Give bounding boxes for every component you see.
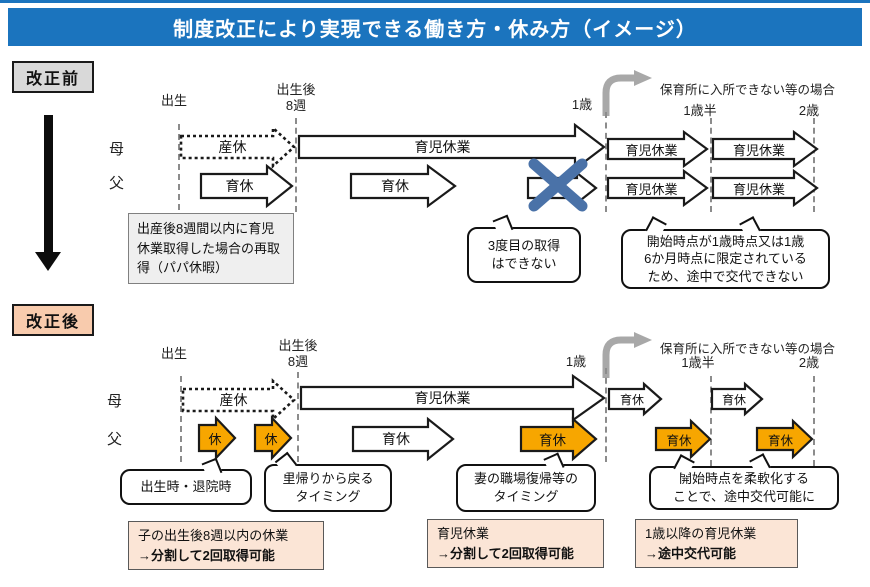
after-axis-8weeks: 出生後 8週 bbox=[278, 338, 318, 370]
after-father-birth-leave2-arrow bbox=[253, 415, 293, 461]
after-gridline-8weeks bbox=[297, 372, 299, 462]
after-gridline-age1half bbox=[710, 376, 712, 466]
before-gridline-age2 bbox=[813, 118, 815, 212]
before-gridline-age1half bbox=[710, 118, 712, 212]
callout-birth-discharge: 出生時・退院時 bbox=[120, 469, 252, 505]
curved-extension-arrow-icon bbox=[602, 332, 652, 378]
before-father-leave1-arrow bbox=[199, 163, 294, 209]
callout-flexible-start: 開始時点を柔軟化する ことで、途中交代可能に bbox=[649, 466, 839, 510]
before-father-leave-1to1half-arrow bbox=[606, 168, 709, 208]
after-axis-birth: 出生 bbox=[160, 346, 187, 361]
before-axis-age1half: 1歳半 bbox=[683, 103, 717, 118]
after-father-leave2-arrow bbox=[519, 416, 598, 462]
summary-box-1-line1: 子の出生後8週以内の休業 bbox=[138, 528, 289, 543]
summary-box-3-line1: 1歳以降の育児休業 bbox=[645, 526, 757, 541]
after-section-label: 改正後 bbox=[12, 304, 94, 336]
after-father-birth-leave1-arrow bbox=[197, 415, 237, 461]
after-father-leave-age1half-arrow bbox=[755, 418, 814, 460]
before-axis-birth: 出生 bbox=[160, 93, 187, 108]
before-gridline-birth bbox=[178, 124, 180, 210]
after-father-label: 父 bbox=[107, 431, 123, 448]
before-father-leave-1halfto2-arrow bbox=[711, 168, 819, 208]
before-axis-age1: 1歳 bbox=[571, 97, 593, 112]
before-mother-leave-1halfto2-arrow bbox=[711, 129, 819, 169]
after-gridline-age2 bbox=[813, 376, 815, 466]
after-mother-leave-age1-arrow bbox=[607, 381, 663, 417]
blue-x-icon bbox=[528, 158, 588, 212]
callout-wife-return: 妻の職場復帰等の タイミング bbox=[456, 464, 596, 512]
after-gridline-age1 bbox=[605, 368, 607, 462]
summary-box-1: 子の出生後8週以内の休業 →分割して2回取得可能 bbox=[128, 521, 324, 570]
before-gridline-8weeks bbox=[295, 118, 297, 212]
papa-kyuka-note-box: 出産後8週間以内に育児休業取得した場合の再取得（パパ休暇） bbox=[128, 213, 294, 284]
summary-box-2-line1: 育児休業 bbox=[437, 526, 490, 541]
after-axis-age2: 2歳 bbox=[798, 355, 820, 370]
after-mother-childcare-leave-arrow bbox=[299, 373, 606, 423]
before-mother-childcare-leave-arrow bbox=[297, 122, 606, 172]
callout-no-third-time: 3度目の取得 はできない bbox=[467, 227, 581, 283]
callout-fixed-start: 開始時点が1歳時点又は1歳 6か月時点に限定されている ため、途中で交代できない bbox=[621, 229, 830, 289]
before-gridline-age1 bbox=[605, 112, 607, 212]
before-mother-sankyu-arrow bbox=[179, 125, 296, 169]
summary-box-2-line2: →分割して2回取得可能 bbox=[437, 545, 574, 561]
top-border-strip bbox=[0, 0, 870, 3]
after-mother-sankyu-arrow bbox=[181, 378, 296, 422]
title-bar: 制度改正により実現できる働き方・休み方（イメージ） bbox=[8, 8, 862, 46]
down-arrow-head bbox=[35, 252, 61, 271]
after-father-leave1-arrow bbox=[351, 416, 455, 462]
down-arrow-shaft bbox=[44, 115, 53, 253]
before-section-label: 改正前 bbox=[12, 61, 94, 93]
after-axis-age1: 1歳 bbox=[565, 354, 587, 369]
before-daycare-note: 保育所に入所できない等の場合 bbox=[660, 83, 836, 97]
after-label-text: 改正後 bbox=[25, 314, 80, 331]
after-axis-age1half: 1歳半 bbox=[681, 355, 715, 370]
summary-box-3-line2: →途中交代可能 bbox=[645, 545, 737, 561]
curved-extension-arrow-icon bbox=[602, 70, 652, 116]
after-mother-leave-age1half-arrow bbox=[710, 381, 764, 417]
after-mother-label: 母 bbox=[107, 393, 123, 410]
after-father-leave-age1-arrow bbox=[654, 418, 712, 460]
before-mother-leave-1to1half-arrow bbox=[606, 129, 709, 169]
before-mother-label: 母 bbox=[109, 141, 125, 158]
before-axis-8weeks: 出生後 8週 bbox=[276, 82, 316, 114]
after-gridline-birth bbox=[180, 376, 182, 462]
summary-box-3: 1歳以降の育児休業 →途中交代可能 bbox=[635, 519, 798, 568]
summary-box-2: 育児休業 →分割して2回取得可能 bbox=[427, 519, 604, 568]
before-father-leave2-arrow bbox=[349, 163, 457, 209]
before-label-text: 改正前 bbox=[25, 71, 80, 88]
before-father-label: 父 bbox=[109, 175, 125, 192]
summary-box-1-line2: →分割して2回取得可能 bbox=[138, 547, 275, 563]
after-daycare-note: 保育所に入所できない等の場合 bbox=[660, 342, 836, 356]
slide-title: 制度改正により実現できる働き方・休み方（イメージ） bbox=[173, 18, 697, 41]
before-axis-age2: 2歳 bbox=[798, 103, 820, 118]
